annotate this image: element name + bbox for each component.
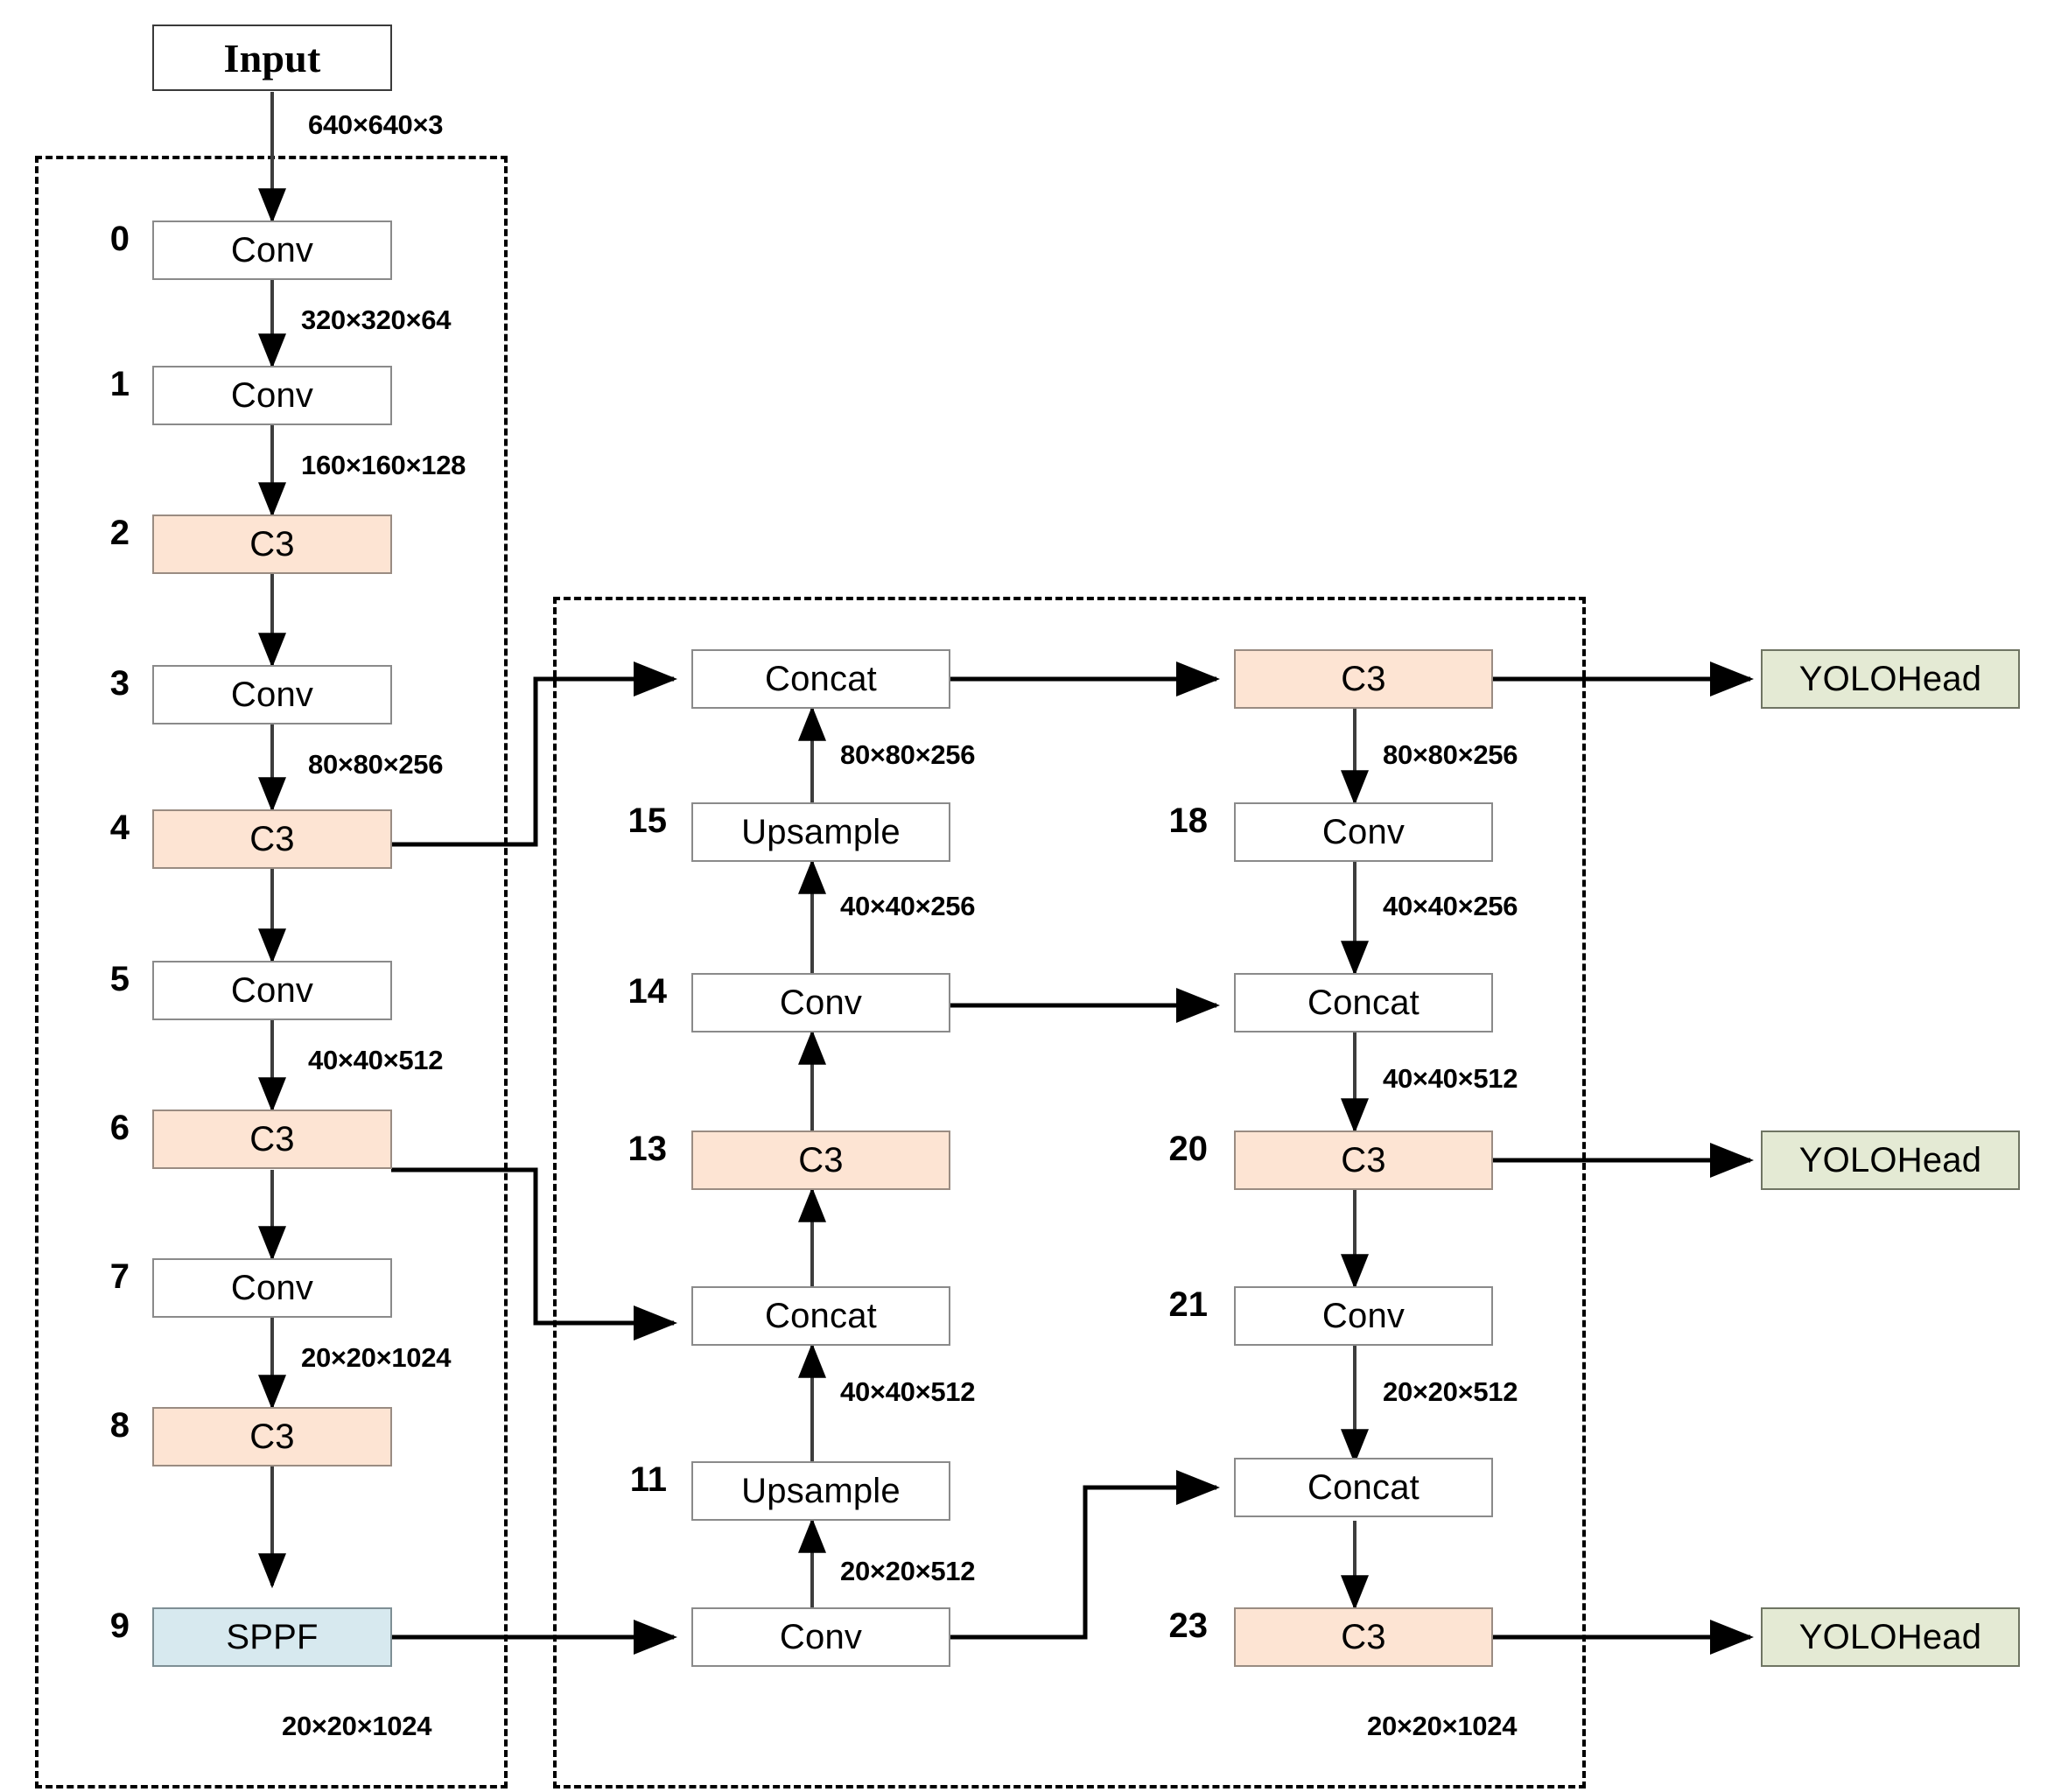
node-concat-22[interactable]: Concat — [1234, 1458, 1493, 1517]
node-conv-10-label: Conv — [779, 1617, 863, 1656]
index-9: 9 — [109, 1606, 130, 1645]
dim-b1: 160×160×128 — [301, 450, 466, 480]
node-c3-20[interactable]: C3 — [1234, 1130, 1493, 1190]
index-1: 1 — [109, 365, 130, 403]
dim-n11: 40×40×512 — [840, 1376, 976, 1407]
node-c3-2[interactable]: C3 — [152, 514, 392, 574]
node-conv-18-label: Conv — [1321, 812, 1406, 851]
index-5: 5 — [109, 960, 130, 998]
node-conv-5[interactable]: Conv — [152, 961, 392, 1020]
node-conv-3[interactable]: Conv — [152, 665, 392, 724]
node-upsample-15[interactable]: Upsample — [691, 802, 950, 862]
node-c3-8[interactable]: C3 — [152, 1407, 392, 1466]
dim-b0: 320×320×64 — [301, 304, 452, 335]
index-23: 23 — [1168, 1606, 1209, 1645]
node-conv-3-label: Conv — [230, 675, 314, 714]
index-13: 13 — [627, 1130, 668, 1168]
node-conv-18[interactable]: Conv — [1234, 802, 1493, 862]
node-concat-16[interactable]: Concat — [691, 649, 950, 709]
node-c3-23-label: C3 — [1341, 1617, 1386, 1656]
node-conv-7[interactable]: Conv — [152, 1258, 392, 1318]
index-11: 11 — [629, 1460, 667, 1499]
node-conv-1[interactable]: Conv — [152, 366, 392, 425]
node-conv-0-label: Conv — [230, 230, 314, 270]
node-c3-2-label: C3 — [249, 524, 295, 564]
node-conv-5-label: Conv — [230, 970, 314, 1010]
node-input[interactable]: Input — [152, 24, 392, 91]
dim-n17: 80×80×256 — [1383, 739, 1518, 770]
dim-n21: 20×20×512 — [1383, 1376, 1518, 1407]
index-21: 21 — [1168, 1285, 1209, 1324]
node-concat-12-label: Concat — [765, 1296, 877, 1335]
node-yolohead-p3-label: YOLOHead — [1798, 659, 1982, 698]
index-20: 20 — [1168, 1130, 1209, 1168]
node-conv-0[interactable]: Conv — [152, 220, 392, 280]
node-upsample-11[interactable]: Upsample — [691, 1461, 950, 1521]
dim-n10: 20×20×512 — [840, 1556, 976, 1586]
index-4: 4 — [109, 808, 130, 847]
node-sppf-9[interactable]: SPPF — [152, 1607, 392, 1667]
node-concat-16-label: Concat — [765, 659, 877, 698]
dim-n14: 40×40×256 — [840, 891, 976, 921]
node-concat-22-label: Concat — [1307, 1467, 1420, 1507]
node-conv-14-label: Conv — [779, 983, 863, 1022]
node-concat-19-label: Concat — [1307, 983, 1420, 1022]
dim-n23: 20×20×1024 — [1367, 1711, 1518, 1741]
dim-b3: 80×80×256 — [308, 749, 444, 780]
node-yolohead-p5-label: YOLOHead — [1798, 1617, 1982, 1656]
node-c3-13-label: C3 — [798, 1140, 844, 1180]
node-yolohead-p3[interactable]: YOLOHead — [1761, 649, 2020, 709]
node-conv-21[interactable]: Conv — [1234, 1286, 1493, 1346]
node-c3-13[interactable]: C3 — [691, 1130, 950, 1190]
node-conv-14[interactable]: Conv — [691, 973, 950, 1032]
index-15: 15 — [627, 802, 668, 840]
dim-input: 640×640×3 — [308, 109, 444, 140]
index-8: 8 — [109, 1406, 130, 1445]
node-concat-12[interactable]: Concat — [691, 1286, 950, 1346]
node-conv-21-label: Conv — [1321, 1296, 1406, 1335]
index-3: 3 — [109, 664, 130, 703]
dim-b7: 20×20×1024 — [301, 1342, 452, 1373]
dim-n18: 40×40×256 — [1383, 891, 1518, 921]
node-c3-17[interactable]: C3 — [1234, 649, 1493, 709]
node-c3-20-label: C3 — [1341, 1140, 1386, 1180]
node-yolohead-p4-label: YOLOHead — [1798, 1140, 1982, 1180]
node-c3-23[interactable]: C3 — [1234, 1607, 1493, 1667]
dim-b5: 40×40×512 — [308, 1045, 444, 1075]
index-14: 14 — [627, 972, 668, 1011]
node-c3-4-label: C3 — [249, 819, 295, 858]
node-conv-7-label: Conv — [230, 1268, 314, 1307]
node-upsample-15-label: Upsample — [741, 812, 901, 851]
node-input-label: Input — [223, 35, 321, 80]
index-0: 0 — [109, 220, 130, 258]
node-conv-10[interactable]: Conv — [691, 1607, 950, 1667]
index-7: 7 — [109, 1257, 130, 1296]
node-c3-17-label: C3 — [1341, 659, 1386, 698]
index-2: 2 — [109, 514, 130, 552]
dim-n19: 40×40×512 — [1383, 1063, 1518, 1094]
index-6: 6 — [109, 1109, 130, 1147]
node-c3-4[interactable]: C3 — [152, 809, 392, 869]
node-concat-19[interactable]: Concat — [1234, 973, 1493, 1032]
dim-b9: 20×20×1024 — [282, 1711, 432, 1741]
node-c3-6[interactable]: C3 — [152, 1110, 392, 1169]
node-yolohead-p5[interactable]: YOLOHead — [1761, 1607, 2020, 1667]
node-c3-8-label: C3 — [249, 1417, 295, 1456]
node-sppf-9-label: SPPF — [226, 1617, 319, 1656]
node-yolohead-p4[interactable]: YOLOHead — [1761, 1130, 2020, 1190]
dim-n15: 80×80×256 — [840, 739, 976, 770]
node-conv-1-label: Conv — [230, 375, 314, 415]
index-18: 18 — [1168, 802, 1209, 840]
node-c3-6-label: C3 — [249, 1119, 295, 1158]
node-upsample-11-label: Upsample — [741, 1471, 901, 1510]
